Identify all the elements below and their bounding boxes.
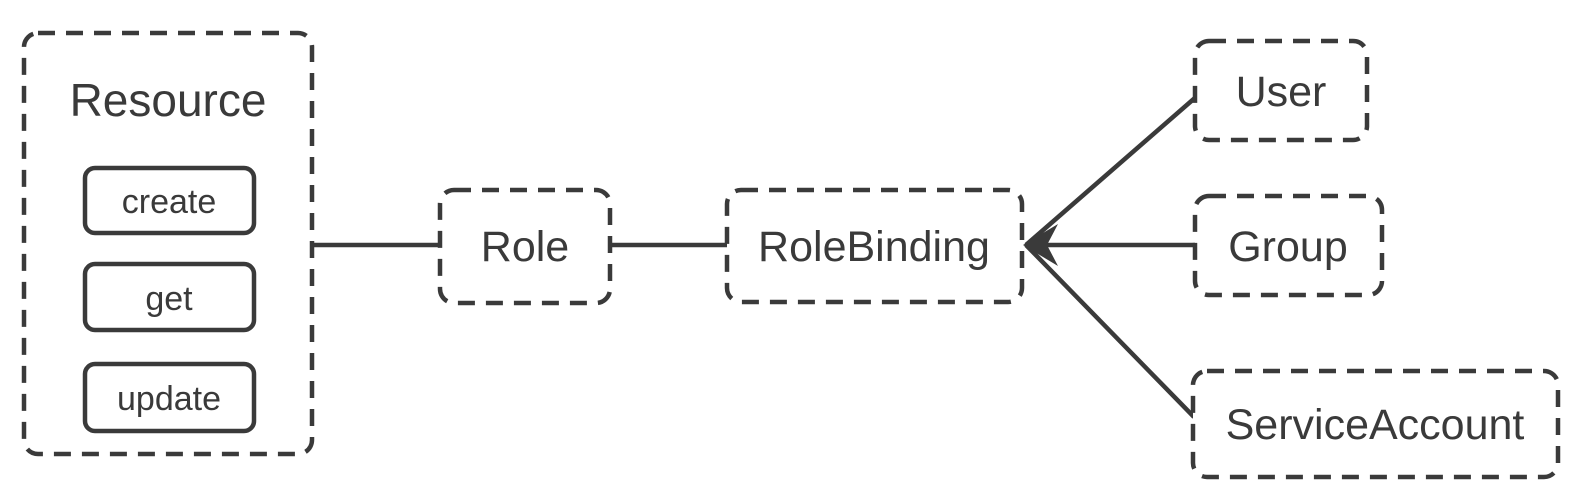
verb-box-create: create [82, 165, 257, 236]
rolebinding-label: RoleBinding [758, 223, 990, 271]
verb-box-update: update [82, 361, 257, 434]
group-label: Group [1228, 223, 1348, 271]
role-node: Role [437, 187, 613, 306]
role-box [437, 187, 613, 306]
edge-rolebinding-user [1024, 95, 1198, 247]
edges [312, 95, 1198, 419]
user-label: User [1236, 68, 1327, 116]
rolebinding-node: RoleBinding [724, 187, 1025, 305]
verb-box-get: get [82, 261, 257, 333]
serviceaccount-label: ServiceAccount [1226, 401, 1525, 449]
role-label: Role [481, 223, 569, 271]
resource-label: Resource [70, 74, 267, 126]
user-box [1192, 38, 1370, 143]
edge-arrowhead [1023, 224, 1058, 266]
serviceaccount-node: ServiceAccount [1190, 368, 1561, 480]
verb-box-update-rect [82, 361, 257, 434]
serviceaccount-box [1190, 368, 1561, 480]
resource-node: Resource create get update [21, 30, 315, 457]
resource-box [21, 30, 315, 457]
user-node: User [1192, 38, 1370, 143]
verb-update-label: update [117, 380, 221, 418]
verb-create-label: create [122, 183, 217, 221]
group-node: Group [1192, 193, 1385, 298]
rolebinding-box [724, 187, 1025, 305]
edge-rolebinding-serviceaccount [1024, 243, 1196, 419]
group-box [1192, 193, 1385, 298]
verb-box-create-rect [82, 165, 257, 236]
verb-box-get-rect [82, 261, 257, 333]
verb-get-label: get [145, 280, 193, 318]
